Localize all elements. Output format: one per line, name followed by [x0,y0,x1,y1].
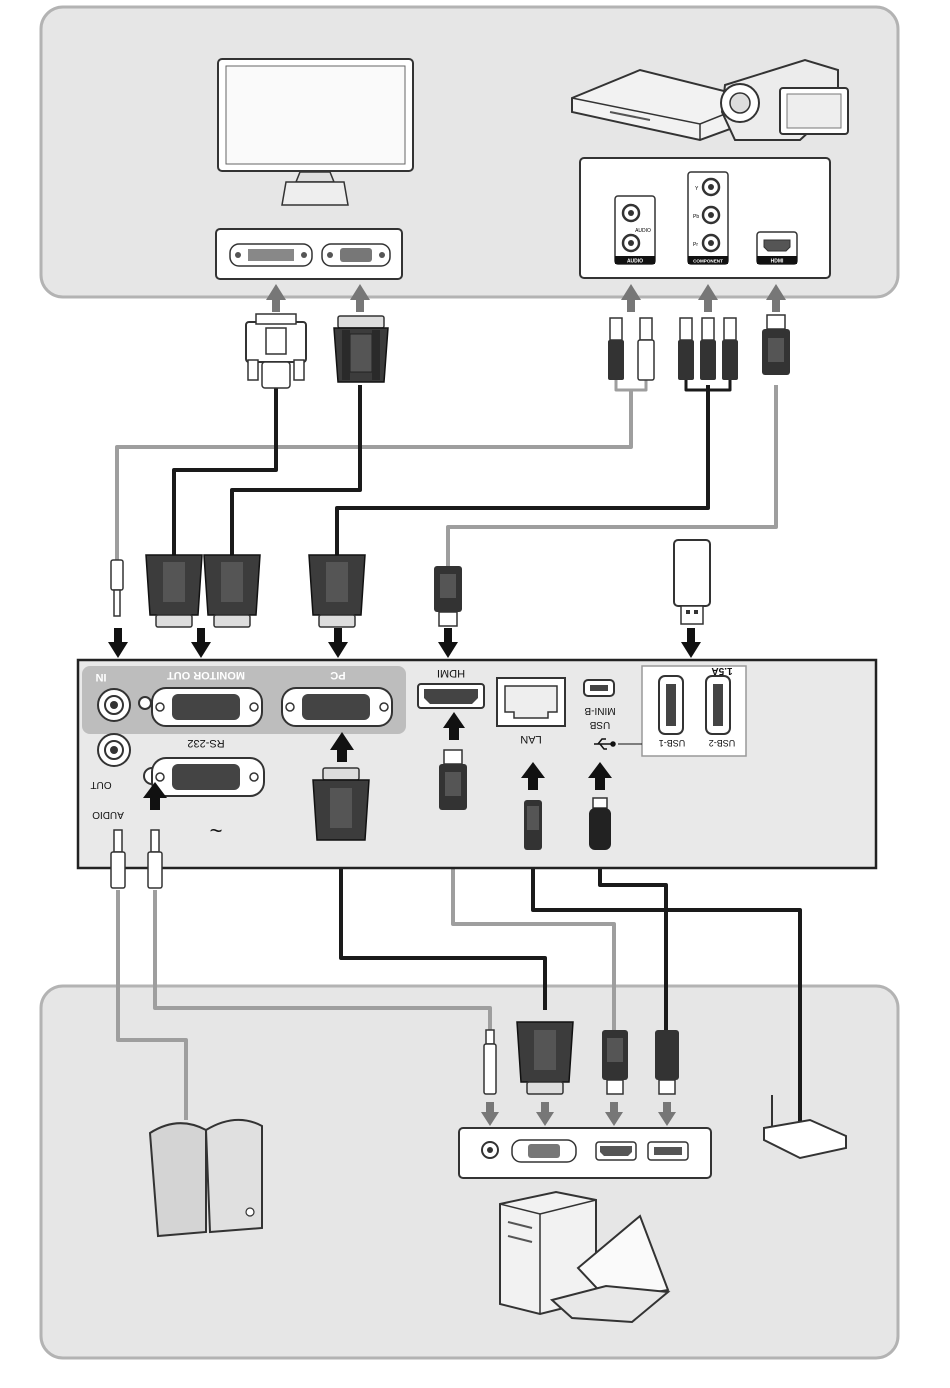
hdmi-label: HDMI [437,667,465,679]
usb-mini-b-line1: USB [589,719,610,730]
vga-connector-monitor-out-2 [204,555,260,627]
monitor-out-port [152,688,262,726]
speakers-icon [150,1120,262,1236]
hdmi-connector-top [762,315,790,375]
rca-component-connectors [678,318,738,380]
audio-rca-port-block: AUDIO AUDIO [615,196,655,265]
usb-mini-b-port [584,680,614,696]
audio-jack-plug-computer [484,1030,496,1094]
dvi-connector [246,314,306,388]
pc-vga-port [282,688,392,726]
component-pb-label: Pb [693,214,699,220]
audio-in-jack [98,689,130,721]
audio-out-label: OUT [90,779,111,790]
usb2-port [706,676,730,734]
computer-port-panel [459,1128,711,1178]
component-port-label: COMPONENT [693,259,723,264]
lan-label: LAN [520,733,541,745]
component-port-block: Y Pb Pr COMPONENT [688,172,728,264]
audio-jack-label: AUDIO [635,228,651,234]
hdmi-connector-projector-top [434,566,462,626]
cable-hdmi-source [448,385,776,568]
cable-component-pc [337,385,708,555]
hdmi-port-label: HDMI [771,259,784,265]
audio-out-jack [98,734,130,766]
monitor-out-label: MONITOR OUT [167,669,245,681]
lan-connector [524,800,542,850]
component-pr-label: Pr [693,242,698,248]
audio-port-label: AUDIO [627,259,643,265]
audio-in-label: IN [95,671,106,683]
usb1-port [659,676,683,734]
cable-dvi-monitor-out [174,385,276,555]
projector-rear-panel: IN MONITOR OUT PC RS-232 HDMI LAN USB MI… [78,660,876,868]
hdmi-source-port-block: HDMI [757,232,797,265]
usb-power-label: 1.5A [711,665,732,676]
pc-label: PC [330,669,345,681]
lan-port [497,678,565,726]
audio-jack-plug-top [111,560,123,616]
rca-audio-connectors [608,318,654,380]
cable-audio-in [117,390,631,560]
rs232-port [152,758,264,796]
mic-jack [139,697,151,709]
monitor-port-panel [216,229,402,279]
usb-flash-drive-icon [674,540,710,624]
usb-connector-computer [655,1030,679,1094]
usb2-label: USB-2 [709,738,736,748]
vga-port-monitor [322,244,390,266]
hdmi-port [418,684,484,708]
dvi-port [230,244,312,266]
vga-connector-pc [309,555,365,627]
computer-usb-port [648,1142,688,1160]
usb-mini-connector [589,798,611,850]
computer-vga-port [512,1140,576,1162]
rs232-label: RS-232 [187,737,224,749]
audio-branch [616,380,646,390]
computer-hdmi-port [596,1142,636,1160]
vga-connector-monitor-out-1 [146,555,202,627]
audio-label: AUDIO [92,809,124,820]
usb-mini-b-line2: MINI-B [584,705,615,716]
tilde-symbol: ~ [210,818,223,843]
usb1-label: USB-1 [659,738,686,748]
source-port-panel: AUDIO AUDIO Y Pb Pr COMPONENT HDMI [580,158,830,278]
vga-connector-top [334,316,388,382]
